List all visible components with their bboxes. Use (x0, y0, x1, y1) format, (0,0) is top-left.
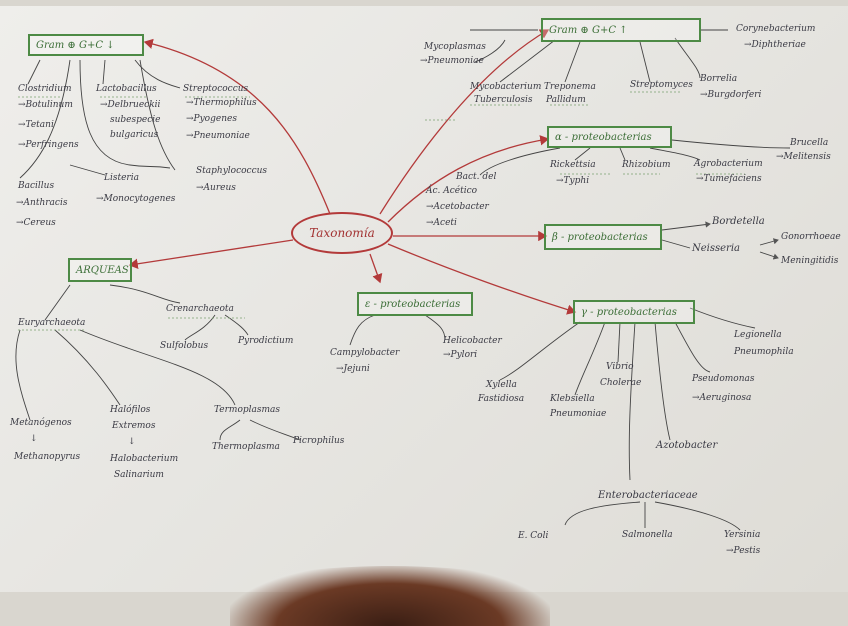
node-jejuni: Jejuni (336, 364, 370, 374)
node-mycoplasmas: Mycoplasmas (424, 42, 486, 52)
node-staphylococcus: Staphylococcus (196, 166, 268, 176)
node-typhi: Typhi (556, 176, 590, 186)
node-rickettsia: Rickettsia (550, 160, 596, 170)
node-thermophilus: Thermophilus (186, 98, 257, 108)
node-helicobacter: Helicobacter (443, 336, 502, 346)
node-mycobacterium: Mycobacterium (470, 82, 542, 92)
node-acido-acetico: Ác. Acético (426, 186, 478, 196)
node-legionella: Legionella (734, 330, 782, 340)
node-bulgaricus: bulgaricus (110, 130, 159, 140)
edge-to-gamma (387, 243, 577, 315)
node-thermoplasma: Thermoplasma (212, 442, 280, 452)
node-fastidiosa: Fastidiosa (478, 394, 525, 404)
node-meningitidis: Meningitidis (781, 256, 839, 266)
edge-to-epsilon (369, 253, 383, 284)
node-bacterias-del: Bact. del (456, 172, 497, 182)
node-klebsiella-pneumoniae: Pneumoniae (550, 409, 607, 419)
node-azotobacter: Azotobacter (656, 440, 718, 451)
center-node-taxonomia: Taxonomía (291, 212, 393, 254)
mind-map: Taxonomía Gram ⊕ G+C ↓ Gram ⊕ G+C ↑ α - … (0, 0, 848, 599)
node-euryarchaeota: Euryarchaeota (18, 318, 86, 328)
node-acetobacter: Acetobacter (426, 202, 489, 212)
box-gram-positive-low-gc: Gram ⊕ G+C ↓ (28, 34, 144, 56)
node-botulinum: Botulinum (18, 100, 73, 110)
node-metanogenos: Metanógenos (10, 418, 72, 428)
node-cereus: Cereus (16, 218, 56, 228)
node-halofilos: Halófilos (110, 405, 151, 415)
node-crenarchaeota: Crenarchaeota (166, 304, 234, 314)
node-pyrodictium: Pyrodictium (238, 336, 294, 346)
node-salinarium: Salinarium (114, 470, 164, 480)
hand-shadow (230, 566, 550, 626)
node-pseudomonas: Pseudomonas (692, 374, 755, 384)
node-bordetella: Bordetella (712, 216, 765, 227)
node-methanopyrus: Methanopyrus (14, 452, 81, 462)
node-melitensis: Melitensis (776, 152, 831, 162)
edge-to-gram-high (379, 29, 550, 215)
edge-to-arqueas (128, 239, 294, 269)
node-pylori: Pylori (443, 350, 478, 360)
node-treponema: Treponema (544, 82, 596, 92)
node-aeruginosa: Aeruginosa (692, 393, 752, 403)
node-xylella: Xylella (486, 380, 517, 390)
node-delbrueckii: Delbrueckii (100, 100, 161, 110)
box-arqueas: ARQUEAS (68, 258, 132, 282)
edge-to-alpha (387, 135, 550, 223)
node-tetani: Tetani (18, 120, 54, 130)
node-cholerae: Cholerae (600, 378, 642, 388)
node-listeria: Listeria (104, 173, 139, 183)
node-clostridium: Clostridium (18, 84, 72, 94)
node-rhizobium: Rhizobium (622, 160, 671, 170)
node-sulfolobus: Sulfolobus (160, 341, 209, 351)
node-borrelia: Borrelia (700, 74, 738, 84)
box-gram-positive-high-gc: Gram ⊕ G+C ↑ (541, 18, 701, 42)
box-alpha-proteobacteria: α - proteobacterias (547, 126, 672, 148)
box-gamma-proteobacteria: γ - proteobacterias (573, 300, 695, 324)
node-campylobacter: Campylobacter (330, 348, 400, 358)
box-epsilon-proteobacteria: ε - proteobacterias (357, 292, 473, 316)
node-neisseria: Neisseria (692, 243, 740, 254)
node-pneumophila: Pneumophila (734, 347, 794, 357)
node-ecoli: E. Coli (518, 531, 549, 541)
node-subespecie: subespecie (110, 115, 161, 125)
node-termoplasmas: Termoplasmas (214, 405, 281, 415)
node-klebsiella: Klebsiella (550, 394, 595, 404)
node-lactobacillus: Lactobacillus (96, 84, 157, 94)
halofilos-arrow: ↓ (128, 437, 136, 447)
node-enterobacteriaceae: Enterobacteriaceae (598, 490, 698, 501)
node-pallidum: Pallidum (546, 95, 586, 105)
node-burgdorferi: Burgdorferi (700, 90, 762, 100)
node-aureus: Aureus (196, 183, 236, 193)
node-agrobacterium: Agrobacterium (694, 159, 763, 169)
connector-lines (15, 29, 791, 531)
node-pyogenes: Pyogenes (186, 114, 237, 124)
node-bacillus: Bacillus (18, 181, 55, 191)
node-tuberculosis: Tuberculosis (474, 95, 533, 105)
node-anthracis: Anthracis (16, 198, 68, 208)
node-streptococcus: Streptococcus (183, 84, 249, 94)
node-perfringens: Perfringens (18, 140, 79, 150)
node-monocytogenes: Monocytogenes (96, 194, 176, 204)
node-extremos: Extremos (112, 421, 156, 431)
node-tumefaciens: Tumefaciens (696, 174, 762, 184)
node-halobacterium: Halobacterium (110, 454, 179, 464)
node-mycoplasma-pneumoniae: Pneumoniae (420, 56, 484, 66)
node-salmonella: Salmonella (622, 530, 673, 540)
node-aceti: Aceti (426, 218, 457, 228)
node-gonorrhoeae: Gonorrhoeae (781, 232, 841, 242)
node-streptomyces: Streptomyces (630, 80, 693, 90)
node-pneumoniae: Pneumoniae (186, 131, 250, 141)
node-corynebacterium: Corynebacterium (736, 24, 816, 34)
node-picrophilus: Picrophilus (293, 436, 345, 446)
metanogenos-arrow: ↓ (30, 434, 38, 444)
node-diphtheriae: Diphtheriae (744, 40, 806, 50)
box-beta-proteobacteria: β - proteobacterias (544, 224, 662, 250)
node-vibrio: Vibrio (606, 362, 634, 372)
node-pestis: Pestis (726, 546, 761, 556)
node-brucella: Brucella (790, 138, 829, 148)
edge-to-gram-low (143, 38, 331, 215)
node-yersinia: Yersinia (724, 530, 761, 540)
